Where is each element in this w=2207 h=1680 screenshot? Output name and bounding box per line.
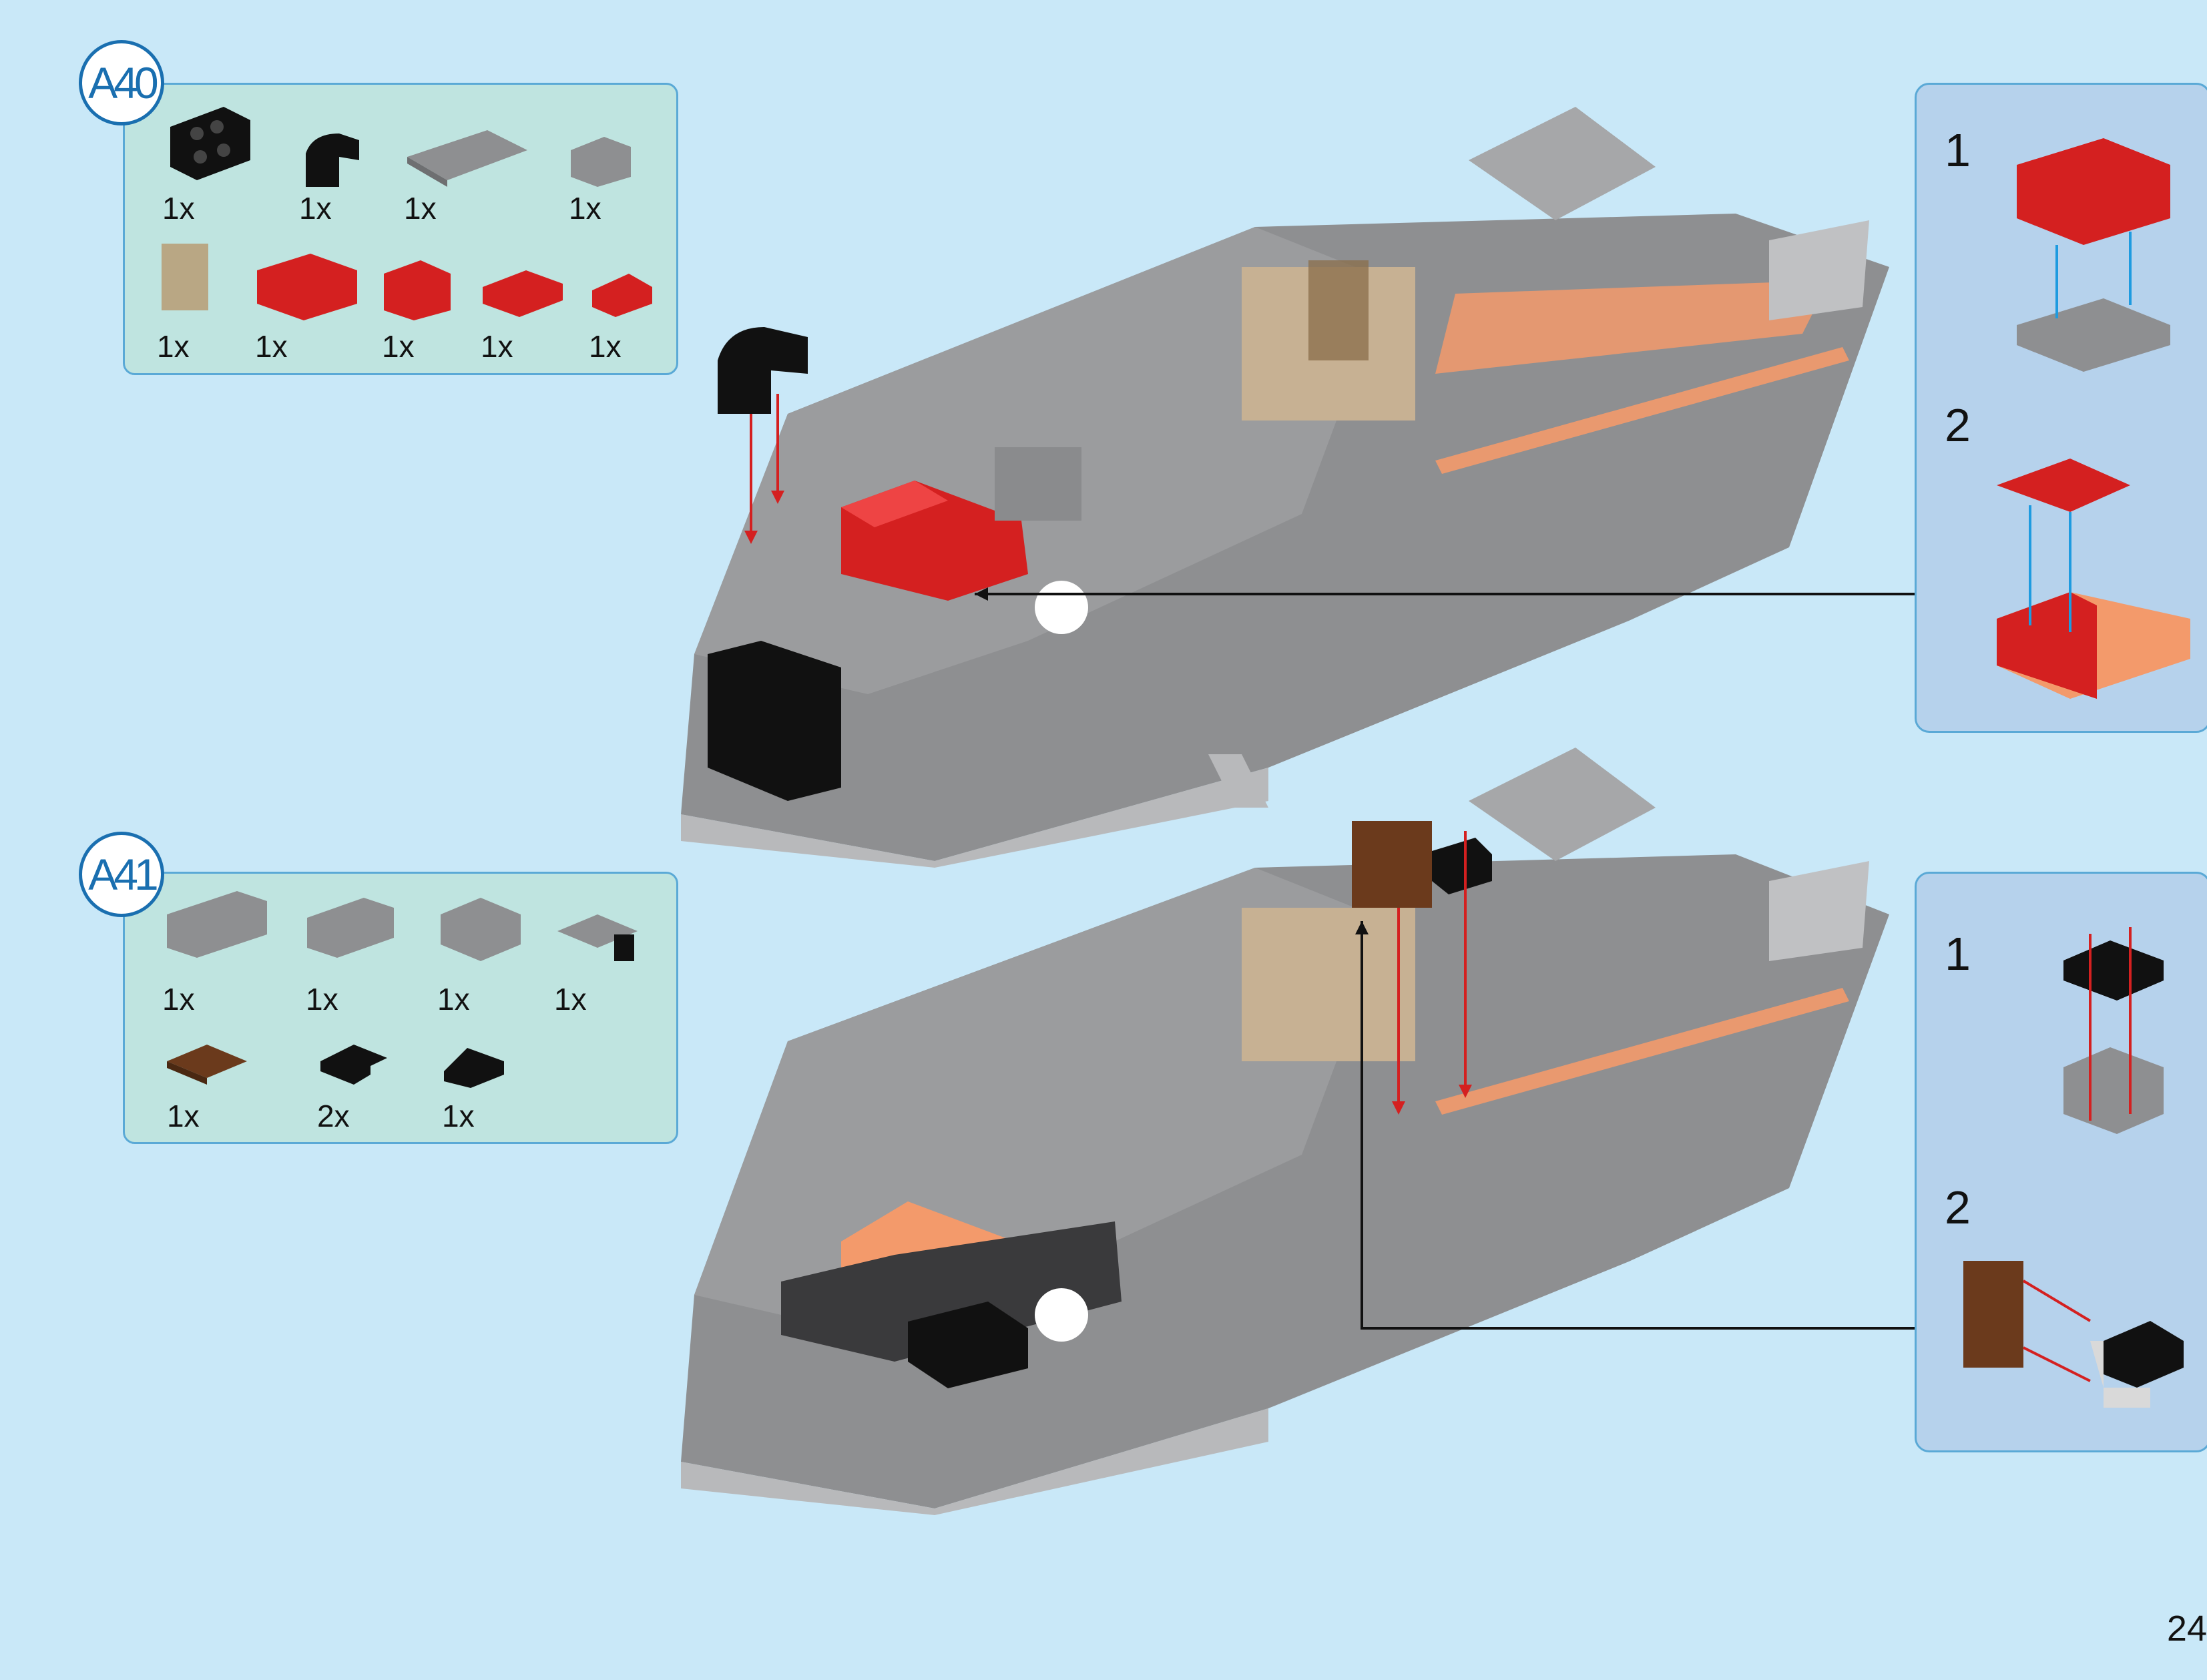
part-quantity: 1x bbox=[162, 982, 195, 1017]
substep-number: 1 bbox=[1945, 928, 1971, 980]
red-slope-tile-icon bbox=[592, 274, 652, 317]
black-2x2-corner-plate-icon bbox=[320, 1045, 387, 1085]
red-2x3-plate-icon bbox=[483, 270, 563, 317]
part-quantity: 1x bbox=[404, 191, 437, 226]
step-number-badge: A40 bbox=[79, 40, 164, 125]
brown-tile-on-slope-icon bbox=[1963, 1261, 2184, 1408]
black-2x4-plate-with-studs-icon bbox=[170, 107, 250, 180]
part-quantity: 1x bbox=[157, 329, 190, 364]
sub-assembly-a41: 1 2 bbox=[1915, 872, 2207, 1452]
red-2x3-curved-brick-icon bbox=[257, 254, 357, 320]
black-curved-slope-icon bbox=[306, 133, 359, 187]
substep-number: 2 bbox=[1945, 1181, 1971, 1233]
model-a40 bbox=[681, 107, 1915, 868]
substep-number: 1 bbox=[1945, 124, 1971, 176]
gray-1x2-brick-icon bbox=[571, 137, 631, 187]
part-quantity: 1x bbox=[569, 191, 601, 226]
model-a41 bbox=[681, 748, 1915, 1515]
part-quantity: 1x bbox=[306, 982, 338, 1017]
part-quantity: 1x bbox=[437, 982, 470, 1017]
part-quantity: 1x bbox=[255, 329, 288, 364]
brown-2x2-tile-icon bbox=[167, 1045, 247, 1085]
black-1x2-slope-icon bbox=[444, 1048, 504, 1088]
red-plate-assembly-icon bbox=[1997, 459, 2190, 699]
part-quantity: 1x bbox=[299, 191, 332, 226]
page-number: 24 bbox=[2166, 1609, 2207, 1649]
part-quantity: 1x bbox=[442, 1099, 475, 1133]
trans-brown-panel-icon bbox=[162, 244, 208, 310]
part-quantity: 2x bbox=[317, 1099, 350, 1133]
gray-bracket-plate-icon bbox=[557, 914, 638, 961]
red-1x2-brick-icon bbox=[384, 260, 451, 320]
part-quantity: 1x bbox=[162, 191, 195, 226]
substep-number: 2 bbox=[1945, 399, 1971, 451]
red-curved-brick-icon bbox=[2017, 138, 2170, 372]
part-quantity: 1x bbox=[382, 329, 415, 364]
gray-2x2-brick-icon bbox=[441, 898, 521, 961]
part-quantity: 1x bbox=[481, 329, 513, 364]
sub-assembly-a40: 1 2 bbox=[1915, 83, 2207, 733]
part-quantity: 1x bbox=[167, 1099, 200, 1133]
part-quantity: 1x bbox=[554, 982, 587, 1017]
black-corner-plate-on-bracket-icon bbox=[2063, 927, 2164, 1134]
part-quantity: 1x bbox=[589, 329, 622, 364]
gray-2x6-plate-icon bbox=[407, 130, 527, 187]
gray-1x3-brick-icon bbox=[307, 898, 394, 958]
gray-1x4-brick-icon bbox=[167, 891, 267, 958]
step-number-badge: A41 bbox=[79, 832, 164, 917]
